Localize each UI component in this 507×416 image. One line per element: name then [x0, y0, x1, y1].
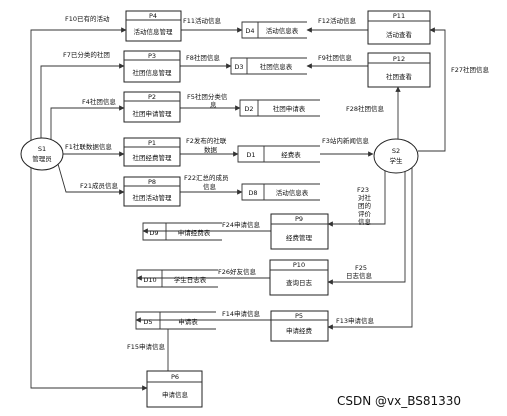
- svg-text:D2: D2: [244, 105, 253, 113]
- svg-text:P9: P9: [295, 215, 303, 223]
- svg-text:社团经费管理: 社团经费管理: [133, 153, 173, 162]
- svg-text:D5: D5: [143, 318, 152, 326]
- flow-label-f23-4: 信息: [358, 217, 372, 226]
- svg-text:社团申请表: 社团申请表: [273, 104, 306, 113]
- entity-s2-name: 学生: [390, 156, 404, 165]
- svg-text:P6: P6: [171, 373, 179, 381]
- flow-label-f14: F14申请信息: [222, 309, 261, 318]
- svg-text:P3: P3: [148, 52, 156, 60]
- store-d2: D2 社团申请表: [239, 99, 320, 117]
- svg-text:D1: D1: [246, 151, 255, 159]
- svg-text:P11: P11: [393, 12, 405, 20]
- svg-text:活动信息管理: 活动信息管理: [134, 27, 174, 36]
- svg-text:学生日志表: 学生日志表: [174, 275, 207, 284]
- svg-text:社团信息管理: 社团信息管理: [133, 68, 173, 77]
- svg-text:社团查看: 社团查看: [386, 72, 413, 81]
- svg-text:P10: P10: [293, 261, 305, 269]
- svg-text:D10: D10: [143, 276, 156, 284]
- svg-text:D9: D9: [149, 229, 158, 237]
- svg-text:P1: P1: [148, 139, 156, 147]
- process-p3: P3 社团信息管理: [123, 50, 181, 83]
- entity-s1-name: 管理员: [32, 154, 52, 163]
- svg-text:P8: P8: [148, 178, 156, 186]
- flow-label-f21: F21成员信息: [80, 181, 119, 190]
- svg-text:申请信息: 申请信息: [162, 390, 189, 399]
- svg-text:社团活动管理: 社团活动管理: [133, 193, 173, 202]
- svg-text:申请表: 申请表: [178, 317, 198, 326]
- process-p1: P1 社团经费管理: [123, 137, 181, 167]
- flow-label-f25a: F25: [355, 264, 367, 272]
- flow-label-f2b: 数据: [204, 145, 218, 154]
- flow-label-f5b: 息: [210, 100, 217, 109]
- flow-label-f7: F7已分类的社团: [63, 50, 110, 59]
- svg-text:查询日志: 查询日志: [286, 278, 313, 287]
- flow-label-f23-3: 评价: [358, 210, 372, 218]
- svg-text:P2: P2: [148, 93, 156, 101]
- svg-text:申请经费: 申请经费: [286, 326, 313, 335]
- store-d3: D3 社团信息表: [230, 57, 307, 75]
- svg-text:社团申请管理: 社团申请管理: [133, 109, 173, 118]
- svg-text:P4: P4: [149, 12, 157, 20]
- process-p8: P8 社团活动管理: [123, 176, 181, 207]
- flow-label-f24: F24申请信息: [222, 220, 261, 229]
- store-d10: D10 学生日志表: [136, 269, 218, 288]
- flow-label-f23-2: 团的: [358, 201, 372, 210]
- process-p5: P5 申请经费: [270, 310, 329, 342]
- svg-text:活动信息表: 活动信息表: [266, 26, 299, 35]
- flow-label-f8: F8社团信息: [186, 53, 220, 62]
- flow-label-f2a: F2发布的社联: [186, 136, 227, 145]
- process-p9: P9 经费管理: [270, 213, 329, 250]
- process-p10: P10 查询日志: [269, 259, 329, 296]
- entity-s2-id: S2: [392, 147, 400, 155]
- flow-label-f23-0: F23: [357, 186, 369, 194]
- store-d5: D5 申请表: [135, 311, 216, 330]
- flow-label-f10: F10已有的活动: [65, 14, 110, 23]
- store-d1: D1 经费表: [237, 145, 320, 163]
- svg-text:经费管理: 经费管理: [286, 233, 313, 242]
- flow-label-f12: F12活动信息: [318, 16, 357, 25]
- flow-labels: F10已有的活动 F7已分类的社团 F4社团信息 F1社联数据信息 F21成员信…: [63, 14, 490, 351]
- svg-text:P12: P12: [393, 55, 405, 63]
- svg-text:活动信息表: 活动信息表: [276, 188, 309, 197]
- flow-label-f4: F4社团信息: [82, 97, 116, 106]
- flow-label-f22a: F22汇总的成员: [184, 173, 229, 182]
- flow-label-f27: F27社团信息: [451, 65, 490, 74]
- flow-label-f1: F1社联数据信息: [65, 142, 112, 151]
- flow-label-f5a: F5社团分类信: [187, 92, 228, 101]
- entity-s1: S1 管理员: [20, 137, 64, 171]
- flow-label-f25b: 日志信息: [346, 271, 373, 280]
- svg-text:P5: P5: [295, 312, 303, 320]
- flow-label-f22b: 信息: [203, 182, 217, 191]
- flow-label-f11: F11活动信息: [183, 16, 222, 25]
- flow-label-f23-1: 对社: [358, 193, 372, 202]
- flow-lines: [30, 27, 446, 391]
- process-p12: P12 社团查看: [367, 52, 431, 88]
- store-d9: D9 申请经费表: [142, 222, 222, 241]
- svg-text:社团信息表: 社团信息表: [260, 62, 293, 71]
- entity-s2: S2 学生: [373, 138, 419, 174]
- flow-label-f28: F28社团信息: [346, 104, 385, 113]
- entity-s1-id: S1: [38, 145, 46, 153]
- flow-label-f3: F3站内新闻信息: [322, 136, 369, 145]
- svg-text:D4: D4: [245, 27, 254, 35]
- svg-text:申请经费表: 申请经费表: [178, 228, 211, 237]
- flow-label-f9: F9社团信息: [318, 53, 352, 62]
- process-p2: P2 社团申请管理: [123, 91, 181, 123]
- svg-text:活动查看: 活动查看: [386, 30, 413, 39]
- svg-text:经费表: 经费表: [281, 150, 301, 159]
- svg-text:D8: D8: [248, 189, 257, 197]
- process-p4: P4 活动信息管理: [125, 10, 182, 42]
- svg-text:D3: D3: [234, 63, 243, 71]
- store-d4: D4 活动信息表: [241, 21, 307, 39]
- process-p11: P11 活动查看: [367, 10, 431, 45]
- flow-label-f26: F26好友信息: [218, 267, 257, 276]
- process-p6: P6 申请信息: [146, 370, 203, 408]
- store-d8: D8 活动信息表: [241, 183, 320, 201]
- flow-label-f15: F15申请信息: [127, 342, 166, 351]
- watermark: CSDN @vx_BS81330: [337, 394, 461, 408]
- flow-label-f13: F13申请信息: [336, 316, 375, 325]
